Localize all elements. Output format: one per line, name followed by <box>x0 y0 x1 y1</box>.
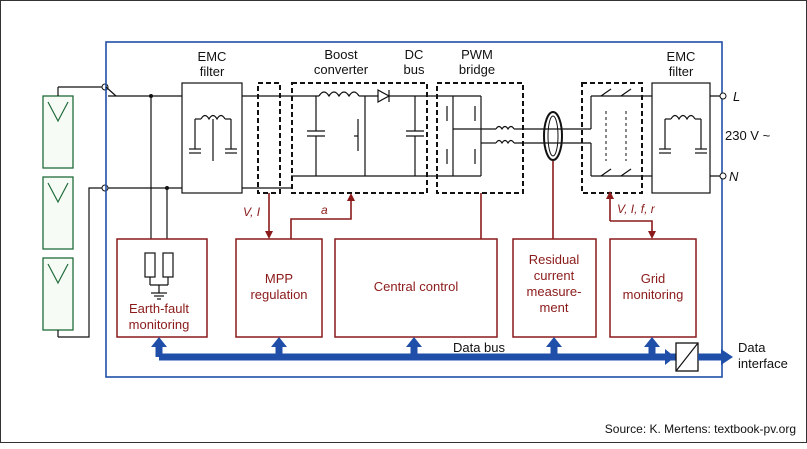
earth-fault-text-2: monitoring <box>129 317 190 332</box>
grid-relays <box>581 82 643 194</box>
residual-text-4: ment <box>540 300 569 315</box>
pwm-label-1: PWM <box>461 47 493 62</box>
emc-filter-right <box>651 82 711 194</box>
mpp-switch-region <box>257 82 281 194</box>
data-interface-label-2: interface <box>738 356 788 371</box>
dc-bus-label-2: bus <box>404 62 425 77</box>
data-bus <box>151 337 733 372</box>
inverter-enclosure <box>105 41 723 378</box>
a-label: a <box>321 203 328 217</box>
source-caption: Source: K. Mertens: textbook-pv.org <box>605 422 796 436</box>
data-bus-label: Data bus <box>453 340 506 355</box>
central-control-block <box>334 238 498 338</box>
dc-bus-label-1: DC <box>405 47 424 62</box>
residual-text-1: Residual <box>529 252 580 267</box>
vifr-label: V, I, f, r <box>617 202 656 216</box>
emc-left-label-1: EMC <box>198 49 227 64</box>
residual-text-2: current <box>534 268 575 283</box>
boost-converter <box>291 82 441 194</box>
emc-left-label-2: filter <box>200 64 225 79</box>
grid-text-2: monitoring <box>623 287 684 302</box>
line-L-label: L <box>733 89 740 104</box>
residual-text-3: measure- <box>527 284 582 299</box>
boost-label-2: converter <box>314 62 369 77</box>
grid-monitoring-block <box>609 238 697 338</box>
control-signal-lines <box>265 161 656 239</box>
mpp-text-1: MPP <box>265 271 293 286</box>
vi-label: V, I <box>243 205 261 219</box>
earth-fault-text-1: Earth-fault <box>129 301 189 316</box>
central-control-text: Central control <box>374 279 459 294</box>
current-transformer <box>543 111 563 161</box>
emc-right-label-1: EMC <box>667 49 696 64</box>
control-blocks <box>116 238 697 338</box>
pv-module-2 <box>42 176 74 250</box>
mpp-text-2: regulation <box>250 287 307 302</box>
line-N-label: N <box>729 169 739 184</box>
pv-modules <box>42 83 109 338</box>
grid-text-1: Grid <box>641 271 666 286</box>
voltage-label: 230 V ~ <box>725 128 771 143</box>
dc-bus-capacitor <box>406 96 424 176</box>
earth-fault-block <box>116 238 208 338</box>
emc-right-label-2: filter <box>669 64 694 79</box>
pv-module-3 <box>42 257 74 331</box>
boost-label-1: Boost <box>324 47 358 62</box>
pwm-bridge <box>436 82 524 194</box>
pv-module-1 <box>42 95 74 169</box>
data-interface-label-1: Data <box>738 340 766 355</box>
residual-current-block <box>512 238 597 338</box>
pwm-label-2: bridge <box>459 62 495 77</box>
mpp-regulation-block <box>235 238 323 338</box>
emc-filter-left <box>181 82 243 194</box>
